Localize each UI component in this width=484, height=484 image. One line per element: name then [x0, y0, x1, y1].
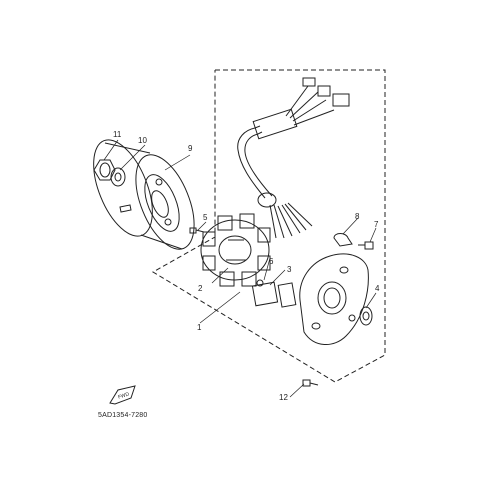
callout-9: 9	[188, 144, 193, 153]
callout-8: 8	[355, 212, 360, 221]
callout-1: 1	[197, 323, 202, 332]
callout-10: 10	[138, 136, 147, 145]
callout-12: 12	[279, 393, 288, 402]
crankcase-cover	[299, 253, 373, 345]
callout-4: 4	[375, 284, 380, 293]
callout-5: 5	[203, 213, 208, 222]
pickup-coil	[251, 279, 297, 308]
callout-11: 11	[113, 130, 122, 139]
stator-coil	[200, 213, 271, 287]
small-fasteners	[189, 227, 374, 387]
callout-7: 7	[374, 220, 379, 229]
wire-harness	[237, 77, 350, 239]
callout-2: 2	[198, 284, 203, 293]
callout-3: 3	[287, 265, 292, 274]
callout-6: 6	[269, 257, 274, 266]
fwd-arrow-icon: FWD	[109, 385, 136, 405]
callout-labels: 11 10 9 5 2 1 3 6 8 7 4 12	[113, 130, 380, 402]
leader-lines	[103, 139, 377, 398]
svg-text:FWD: FWD	[117, 391, 130, 400]
flywheel-rotor	[93, 139, 195, 250]
diagram-part-code: 5AD1354-7280	[98, 412, 148, 419]
nut-and-washer	[93, 159, 126, 187]
